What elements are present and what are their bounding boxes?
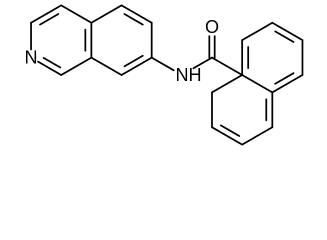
chemical-structure-diagram: O NH N — [25, 4, 304, 146]
amide-nh-label: NH — [175, 65, 201, 85]
bond — [90, 56, 123, 76]
bond — [37, 60, 63, 76]
bond — [211, 74, 244, 94]
bond — [60, 4, 93, 24]
bond-lines — [30, 4, 304, 146]
bond — [211, 126, 244, 146]
bond-inner — [123, 54, 144, 68]
ring-nitrogen-label: N — [25, 48, 38, 68]
bond — [30, 4, 63, 24]
bond-inner — [42, 56, 62, 69]
bond — [211, 56, 244, 76]
bond — [241, 126, 274, 146]
bond — [90, 4, 123, 24]
bond — [271, 74, 304, 94]
bond — [241, 21, 274, 42]
bond — [241, 74, 274, 94]
bond — [271, 21, 304, 42]
bond — [120, 4, 153, 24]
bond-inner — [39, 13, 60, 26]
bond — [150, 56, 175, 72]
oxygen-label: O — [205, 17, 219, 37]
bond-inner — [220, 124, 241, 137]
bond-inner — [274, 72, 295, 85]
bond — [60, 56, 93, 76]
bond — [120, 56, 153, 76]
bond — [192, 56, 213, 70]
bond-inner — [123, 13, 144, 26]
bond-inner — [274, 30, 295, 43]
